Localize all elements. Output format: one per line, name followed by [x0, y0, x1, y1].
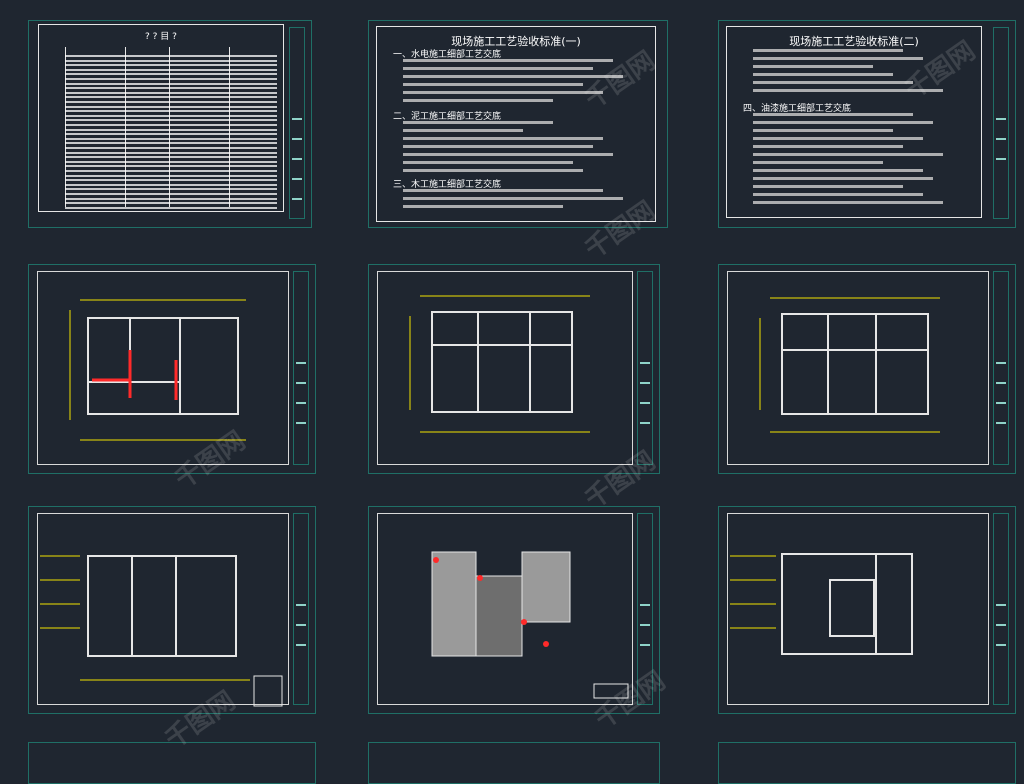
- text-line: [753, 113, 913, 116]
- table-row: [65, 156, 277, 159]
- table-row: [65, 124, 277, 126]
- floor-plan-sheet-furniture[interactable]: [718, 264, 1016, 474]
- text-line: [403, 67, 593, 70]
- table-row: [65, 59, 277, 62]
- floor-plan-sheet-walls[interactable]: [28, 506, 316, 714]
- table-row: [65, 188, 277, 191]
- text-line: [403, 137, 603, 140]
- section-heading: 二、泥工施工细部工艺交底: [393, 112, 502, 122]
- text-line: [753, 121, 933, 124]
- table-row: [65, 202, 277, 205]
- text-line: [753, 201, 943, 204]
- table-row: [65, 137, 277, 140]
- text-line: [753, 129, 893, 132]
- text-line: [403, 161, 573, 164]
- floor-plan-sheet-ceiling[interactable]: [718, 506, 1016, 714]
- table-row: [65, 82, 277, 85]
- text-line: [403, 197, 623, 200]
- table-row: [65, 91, 277, 94]
- table-row: [65, 193, 277, 195]
- table-row: [65, 87, 277, 90]
- sheet-title: 现场施工工艺验收标准(一): [451, 35, 581, 48]
- table-row: [65, 64, 277, 67]
- index-table: ? ? 目 ?: [38, 24, 284, 212]
- text-line: [753, 73, 893, 76]
- text-line: [753, 177, 933, 180]
- drawing-sheet-partial[interactable]: [368, 742, 660, 784]
- text-line: [403, 189, 603, 192]
- title-block: [993, 27, 1009, 219]
- text-line: [403, 129, 523, 132]
- text-line: [753, 65, 873, 68]
- section-heading: 一、水电施工细部工艺交底: [393, 50, 502, 60]
- table-row: [65, 55, 277, 57]
- table-row: [65, 197, 277, 200]
- drawing-sheet-standard-2[interactable]: [718, 20, 1016, 228]
- table-row: [65, 105, 277, 108]
- text-line: [753, 193, 923, 196]
- text-line: [753, 169, 923, 172]
- text-line: [403, 99, 553, 102]
- table-row: [65, 101, 277, 103]
- table-row: [65, 114, 277, 117]
- table-row: [65, 165, 277, 168]
- table-row: [65, 174, 277, 177]
- table-row: [65, 183, 277, 186]
- text-line: [403, 145, 593, 148]
- table-row: [65, 160, 277, 163]
- text-line: [753, 145, 903, 148]
- table-row: [65, 133, 277, 136]
- table-row: [65, 206, 277, 209]
- table-row: [65, 142, 277, 145]
- floor-plan-sheet-original[interactable]: [28, 264, 316, 474]
- table-row: [65, 110, 277, 113]
- drawing-sheet-partial[interactable]: [718, 742, 1016, 784]
- section-heading: 四、油漆施工细部工艺交底: [743, 104, 852, 114]
- table-row: [65, 73, 277, 76]
- table-row: [65, 68, 277, 71]
- drawing-sheet-standard-1[interactable]: [368, 20, 668, 228]
- text-line: [753, 81, 913, 84]
- text-line: [753, 185, 903, 188]
- table-row: [65, 179, 277, 182]
- index-table-header: ? ? 目 ?: [145, 32, 177, 42]
- floor-plan-sheet-flooring[interactable]: [368, 506, 660, 714]
- table-row: [65, 128, 277, 131]
- section-heading: 三、木工施工细部工艺交底: [393, 180, 502, 190]
- text-line: [403, 153, 613, 156]
- table-row: [65, 96, 277, 99]
- text-line: [753, 89, 943, 92]
- title-block: [289, 27, 305, 219]
- text-line: [753, 49, 903, 52]
- text-line: [753, 57, 923, 60]
- table-row: [65, 119, 277, 122]
- text-line: [403, 205, 563, 208]
- text-line: [403, 75, 623, 78]
- table-row: [65, 78, 277, 80]
- text-line: [753, 161, 883, 164]
- text-line: [403, 59, 613, 62]
- floor-plan-sheet-layout[interactable]: [368, 264, 660, 474]
- text-line: [403, 169, 583, 172]
- text-line: [403, 91, 603, 94]
- text-line: [403, 83, 583, 86]
- sheet-title: 现场施工工艺验收标准(二): [789, 35, 919, 48]
- table-row: [65, 170, 277, 172]
- table-row: [65, 147, 277, 149]
- text-line: [753, 153, 943, 156]
- drawing-sheet-index[interactable]: [28, 20, 312, 228]
- text-line: [403, 121, 553, 124]
- text-line: [753, 137, 923, 140]
- table-row: [65, 151, 277, 154]
